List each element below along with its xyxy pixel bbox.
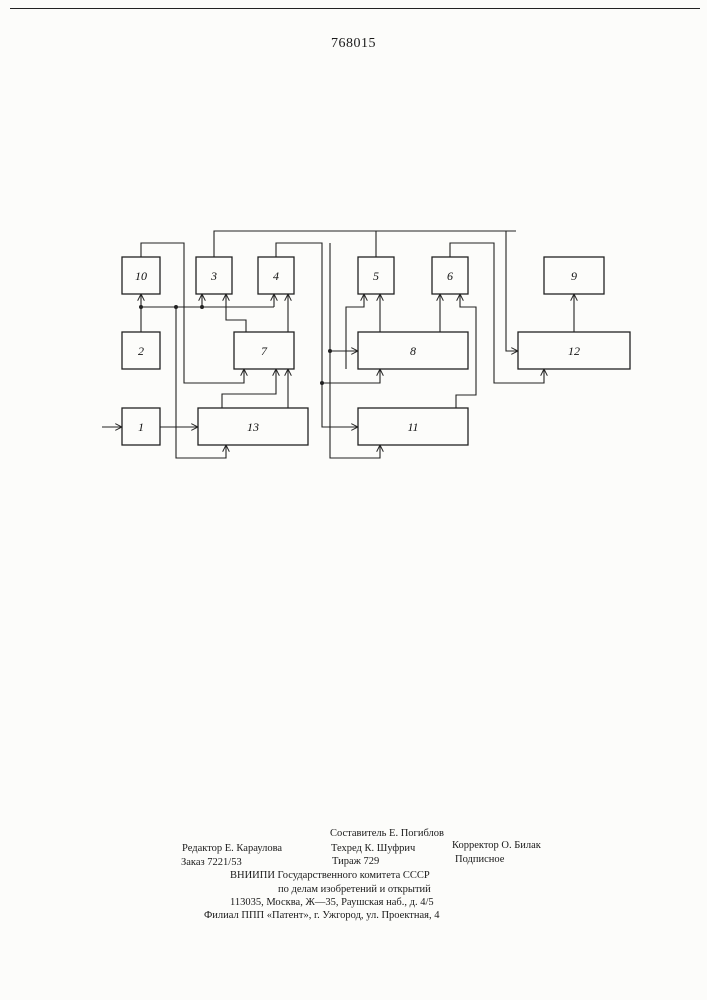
block-12: 12 [518,332,630,369]
svg-text:5: 5 [373,269,379,283]
svg-text:13: 13 [247,420,259,434]
block-5: 5 [358,257,394,294]
svg-text:11: 11 [407,420,418,434]
svg-text:7: 7 [261,344,268,358]
block-13: 13 [198,408,308,445]
connections [102,231,574,458]
block-11: 11 [358,408,468,445]
subscription: Подписное [455,854,504,865]
svg-text:8: 8 [410,344,416,358]
branch-line: Филиал ППП «Патент», г. Ужгород, ул. Про… [204,910,439,921]
organization-address: 113035, Москва, Ж—35, Раушская наб., д. … [230,897,434,908]
block-6: 6 [432,257,468,294]
corrector-credit: Корректор О. Билак [452,840,541,851]
editor-credit: Редактор Е. Караулова [182,843,282,854]
block-2: 2 [122,332,160,369]
block-4: 4 [258,257,294,294]
organization-line-2: по делам изобретений и открытий [278,884,431,895]
circulation: Тираж 729 [332,856,379,867]
block-9: 9 [544,257,604,294]
order-number: Заказ 7221/53 [181,857,242,868]
block-7: 7 [234,332,294,369]
block-3: 3 [196,257,232,294]
svg-text:2: 2 [138,344,144,358]
svg-text:3: 3 [210,269,217,283]
svg-text:9: 9 [571,269,577,283]
svg-text:6: 6 [447,269,453,283]
organization-line-1: ВНИИПИ Государственного комитета СССР [230,870,430,881]
block-10: 10 [122,257,160,294]
svg-text:12: 12 [568,344,580,358]
block-1: 1 [122,408,160,445]
svg-text:4: 4 [273,269,279,283]
block-8: 8 [358,332,468,369]
compiler-credit: Составитель Е. Погиблов [330,828,444,839]
svg-text:10: 10 [135,269,147,283]
svg-text:1: 1 [138,420,144,434]
techred-credit: Техред К. Шуфрич [331,843,415,854]
